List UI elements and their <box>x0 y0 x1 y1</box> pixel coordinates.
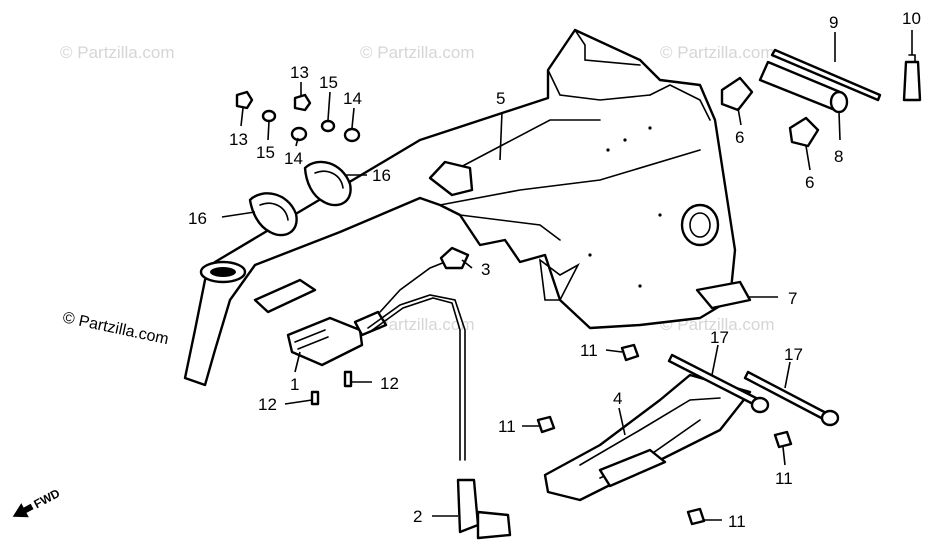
callout-10: 10 <box>902 9 921 28</box>
washer-part-14[interactable] <box>343 127 361 143</box>
rod-part-9[interactable] <box>770 48 882 102</box>
callouts: 1 2 3 4 5 6 6 7 8 9 10 11 11 11 11 12 12… <box>188 9 921 531</box>
callout-15: 15 <box>319 73 338 92</box>
callout-11: 11 <box>728 512 746 531</box>
leader-lines <box>221 30 913 521</box>
bolt-part-17[interactable] <box>743 370 840 427</box>
callout-5: 5 <box>496 89 505 108</box>
callout-17: 17 <box>784 345 803 364</box>
callout-6: 6 <box>805 173 814 192</box>
forward-direction-indicator: FWD <box>12 486 62 518</box>
callout-3: 3 <box>481 260 490 279</box>
callout-4: 4 <box>613 389 622 408</box>
callout-6: 6 <box>735 128 744 147</box>
bracket-part-6[interactable] <box>720 76 754 112</box>
bolt-part-12[interactable] <box>310 390 320 406</box>
callout-9: 9 <box>829 13 838 32</box>
callout-13: 13 <box>229 130 248 149</box>
grip-part-10[interactable] <box>902 54 922 102</box>
watermark: © Partzilla.com <box>360 43 475 62</box>
plate-part-7[interactable] <box>695 280 752 310</box>
frame-part-5[interactable] <box>183 28 737 387</box>
watermarks: © Partzilla.com © Partzilla.com © Partzi… <box>60 43 775 334</box>
callout-8: 8 <box>834 147 843 166</box>
spark-plug-cap-part-2[interactable] <box>367 294 512 540</box>
bolt-part-11[interactable] <box>620 343 640 362</box>
bracket-part-6[interactable] <box>788 116 820 148</box>
watermark: © Partzilla.com <box>360 315 475 334</box>
nut-part-13[interactable] <box>293 93 312 112</box>
clamp-part-16[interactable] <box>248 192 298 237</box>
nut-part-13[interactable] <box>235 90 254 110</box>
callout-14: 14 <box>284 149 303 168</box>
bolt-part-11[interactable] <box>773 430 793 449</box>
ignition-coil-part-1[interactable] <box>286 261 446 367</box>
callout-1: 1 <box>290 375 299 394</box>
callout-2: 2 <box>413 507 422 526</box>
watermark: © Partzilla.com <box>660 43 775 62</box>
bolt-part-17[interactable] <box>667 353 770 414</box>
callout-7: 7 <box>788 289 797 308</box>
copyright-text: © Partzilla.com <box>61 309 170 348</box>
callout-16: 16 <box>188 209 207 228</box>
callout-13: 13 <box>290 63 309 82</box>
callout-12: 12 <box>258 395 277 414</box>
washer-part-15[interactable] <box>320 119 336 133</box>
callout-12: 12 <box>380 374 399 393</box>
washer-part-14[interactable] <box>290 126 308 142</box>
skid-plate-part-4[interactable] <box>543 373 752 502</box>
fwd-label: FWD <box>31 486 62 511</box>
clamp-part-16[interactable] <box>303 160 352 207</box>
callout-17: 17 <box>710 328 729 347</box>
pipe-part-8[interactable] <box>758 60 849 114</box>
callout-15: 15 <box>256 143 275 162</box>
washer-part-15[interactable] <box>261 109 277 123</box>
callout-11: 11 <box>580 341 598 360</box>
callout-11: 11 <box>498 417 516 436</box>
clip-part-3[interactable] <box>439 246 470 270</box>
callout-14: 14 <box>343 89 362 108</box>
bolt-part-11[interactable] <box>536 415 556 434</box>
arrow-left-icon <box>12 503 34 518</box>
watermark: © Partzilla.com <box>60 43 175 62</box>
bolt-part-11[interactable] <box>686 507 706 526</box>
callout-11: 11 <box>775 469 793 488</box>
bolt-part-12[interactable] <box>343 370 353 388</box>
callout-16: 16 <box>372 166 391 185</box>
